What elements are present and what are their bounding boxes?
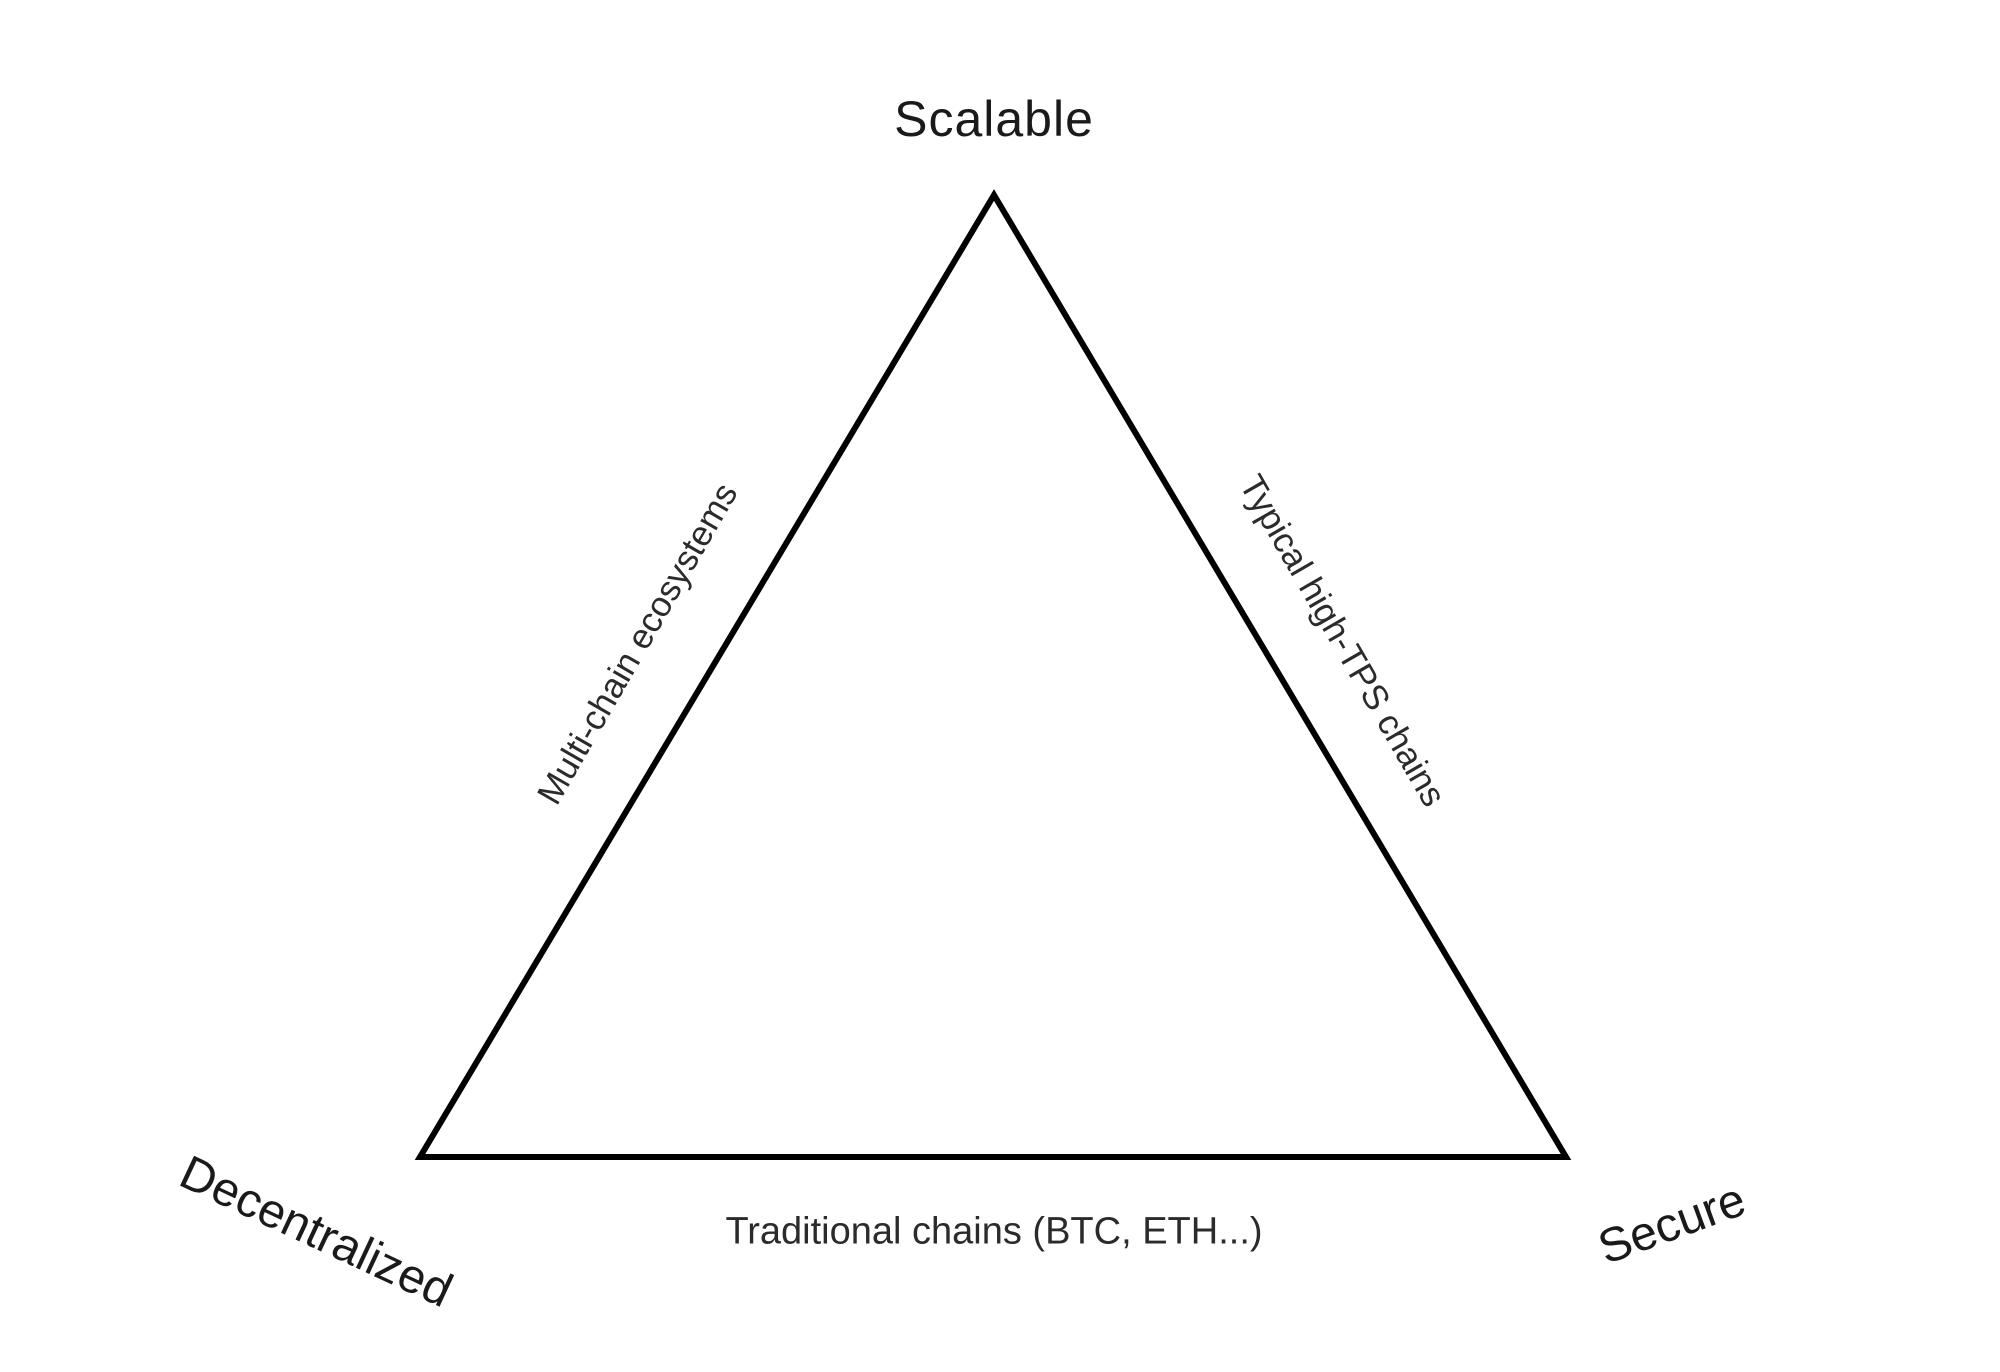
vertex-label-scalable: Scalable <box>894 91 1094 147</box>
edge-label-traditional-chains: Traditional chains (BTC, ETH...) <box>725 1210 1263 1253</box>
